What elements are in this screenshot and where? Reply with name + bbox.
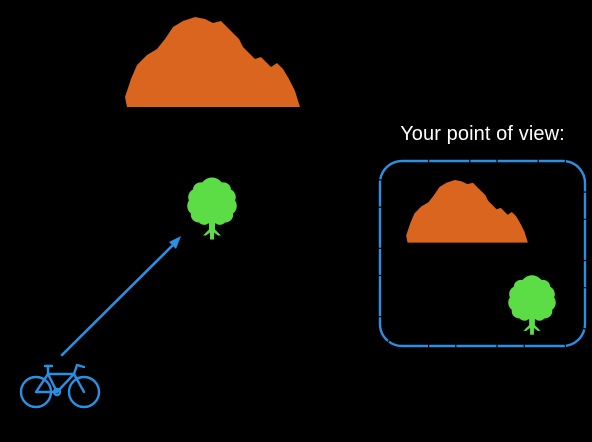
pov-tree-icon bbox=[508, 275, 556, 335]
bicycle-icon bbox=[19, 363, 101, 409]
mountain-icon bbox=[125, 17, 300, 107]
point-of-view-frame bbox=[378, 159, 587, 348]
direction-arrow bbox=[60, 236, 181, 357]
tree-icon bbox=[187, 177, 237, 240]
pov-mountain-icon bbox=[406, 180, 528, 243]
point-of-view-label: Your point of view: bbox=[400, 123, 565, 145]
